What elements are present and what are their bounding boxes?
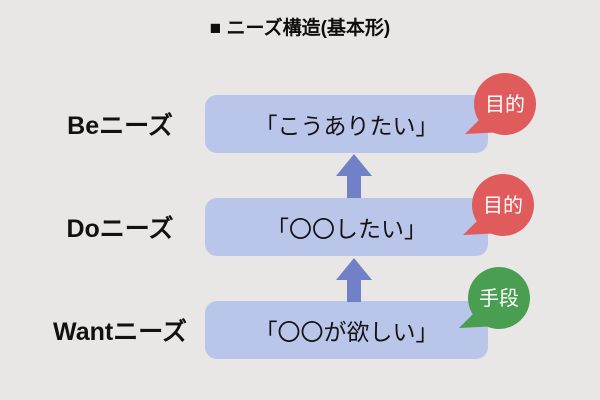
badge-purpose-do: 目的 bbox=[463, 174, 534, 236]
badge-purpose-be-text: 目的 bbox=[485, 93, 525, 116]
speech-bubble-circle bbox=[472, 174, 534, 236]
up-arrow-icon bbox=[336, 154, 372, 198]
need-box-be: 「こうありたい」 bbox=[205, 95, 488, 153]
badge-purpose-be: 目的 bbox=[465, 73, 536, 135]
row-label-be: Beニーズ bbox=[67, 112, 173, 140]
need-box-want: 「〇〇が欲しい」 bbox=[205, 301, 488, 359]
badge-means-want-text: 手段 bbox=[479, 287, 519, 310]
up-arrow-icon bbox=[336, 258, 372, 302]
badge-purpose-do-text: 目的 bbox=[483, 194, 523, 217]
badge-means-want: 手段 bbox=[459, 267, 530, 329]
diagram-title: ■ ニーズ構造(基本形) bbox=[209, 18, 391, 39]
need-box-do-text: 「〇〇したい」 bbox=[266, 216, 427, 242]
row-label-do: Doニーズ bbox=[66, 215, 174, 243]
speech-bubble-circle bbox=[468, 267, 530, 329]
speech-bubble-circle bbox=[474, 73, 536, 135]
need-box-do: 「〇〇したい」 bbox=[205, 198, 488, 256]
need-box-want-text: 「〇〇が欲しい」 bbox=[254, 319, 439, 345]
need-box-be-text: 「こうありたい」 bbox=[254, 113, 439, 139]
row-label-want: Wantニーズ bbox=[53, 318, 187, 346]
